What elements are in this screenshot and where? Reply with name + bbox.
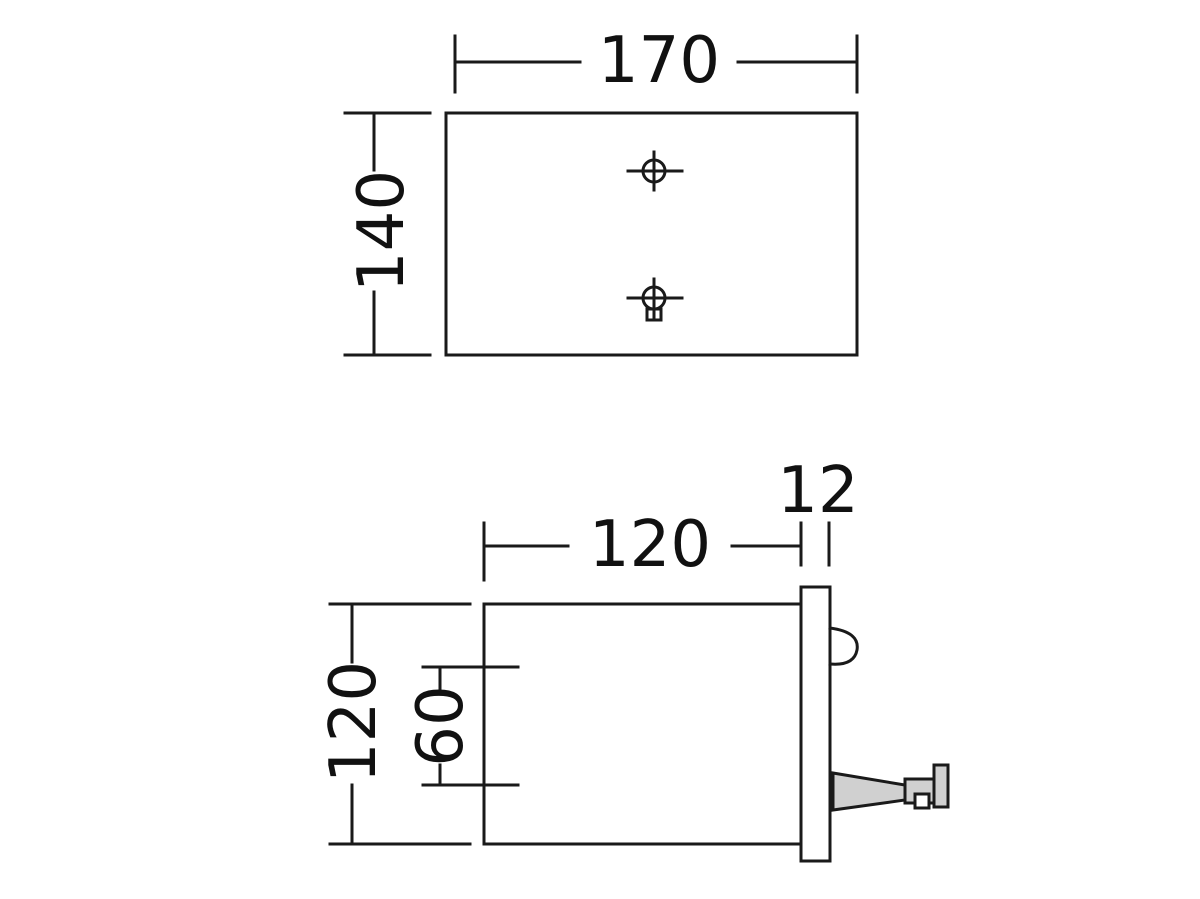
mounting-hole-lower-icon bbox=[626, 277, 684, 322]
label-width-170: 170 bbox=[598, 24, 720, 98]
label-depth-120: 120 bbox=[589, 508, 711, 582]
dimension-depth-120 bbox=[482, 521, 803, 582]
indicator-dome-icon bbox=[828, 626, 859, 666]
side-view bbox=[328, 521, 950, 863]
mounting-plate bbox=[799, 585, 832, 863]
top-view-outline bbox=[444, 111, 859, 357]
dimension-height-120 bbox=[328, 602, 472, 846]
top-view bbox=[343, 34, 859, 357]
bracket-arm-icon bbox=[831, 763, 950, 812]
label-hole-spacing-60: 60 bbox=[404, 685, 478, 766]
side-view-body bbox=[482, 602, 803, 846]
dimension-width-170 bbox=[453, 34, 859, 94]
label-height-120: 120 bbox=[317, 661, 391, 783]
label-plate-12: 12 bbox=[777, 454, 858, 528]
dimension-height-140 bbox=[343, 111, 432, 357]
label-height-140: 140 bbox=[345, 170, 419, 292]
dimension-hole-spacing-60 bbox=[421, 665, 520, 787]
mounting-hole-upper-icon bbox=[626, 150, 684, 192]
